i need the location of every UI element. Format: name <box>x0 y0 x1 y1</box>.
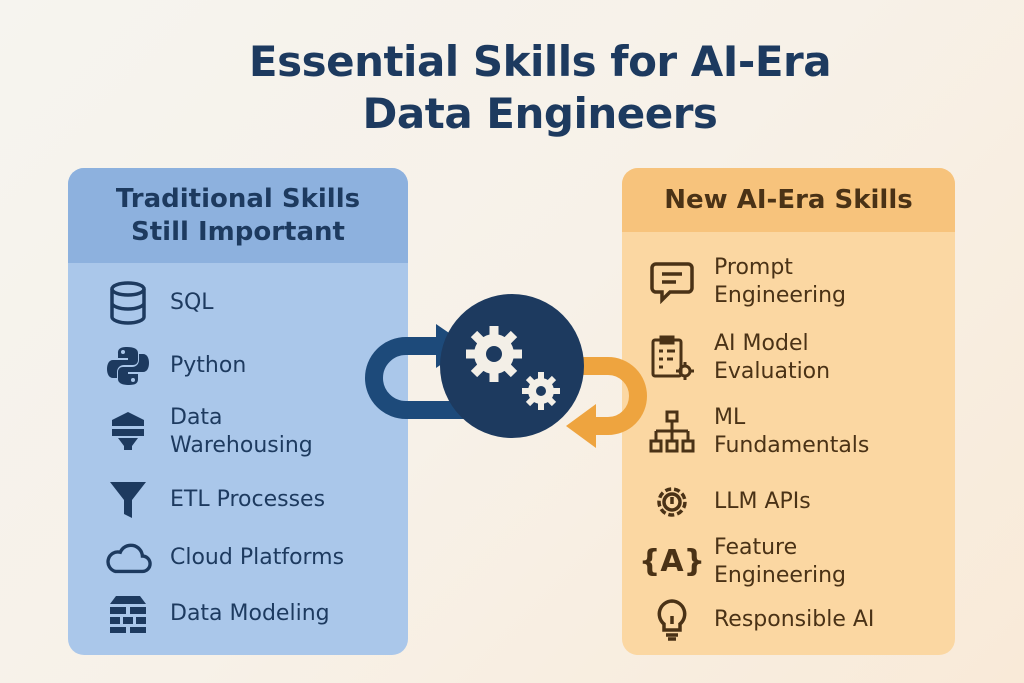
database-icon <box>104 281 152 325</box>
skill-item: Python <box>104 344 246 388</box>
orange-cycle-arrow <box>566 357 647 435</box>
braces-icon: {A} <box>639 544 705 579</box>
skill-item: Data Warehousing <box>104 404 313 460</box>
blocks-icon <box>104 592 152 636</box>
skill-item: Cloud Platforms <box>104 536 344 580</box>
gear-bulb-icon <box>648 480 696 524</box>
skill-item: {A}Feature Engineering <box>639 535 846 588</box>
skill-item: Data Modeling <box>104 592 330 636</box>
warehouse-icon <box>104 410 152 454</box>
skill-item: ETL Processes <box>104 478 325 522</box>
skill-item: AI Model Evaluation <box>648 330 830 386</box>
skill-item: Prompt Engineering <box>648 254 846 310</box>
new-skills-panel: New AI-Era Skills Prompt Engineering AI … <box>622 168 955 655</box>
funnel-icon <box>104 478 152 522</box>
skill-item: SQL <box>104 281 214 325</box>
gears-icon <box>466 326 560 410</box>
lightbulb-icon <box>648 598 696 642</box>
skill-item: Responsible AI <box>648 598 874 642</box>
python-icon <box>104 344 152 388</box>
blue-cycle-arrow <box>365 337 486 419</box>
cloud-icon <box>104 536 152 580</box>
new-skills-header: New AI-Era Skills <box>622 168 955 232</box>
chat-icon <box>648 260 696 304</box>
hierarchy-icon <box>648 410 696 454</box>
page-title: Essential Skills for AI-Era Data Enginee… <box>248 37 832 138</box>
cycle-graphic <box>356 292 666 456</box>
skill-item: LLM APIs <box>648 480 811 524</box>
skill-item: ML Fundamentals <box>648 404 869 460</box>
orange-arrowhead <box>566 404 596 448</box>
clipboard-gear-icon <box>648 335 696 380</box>
